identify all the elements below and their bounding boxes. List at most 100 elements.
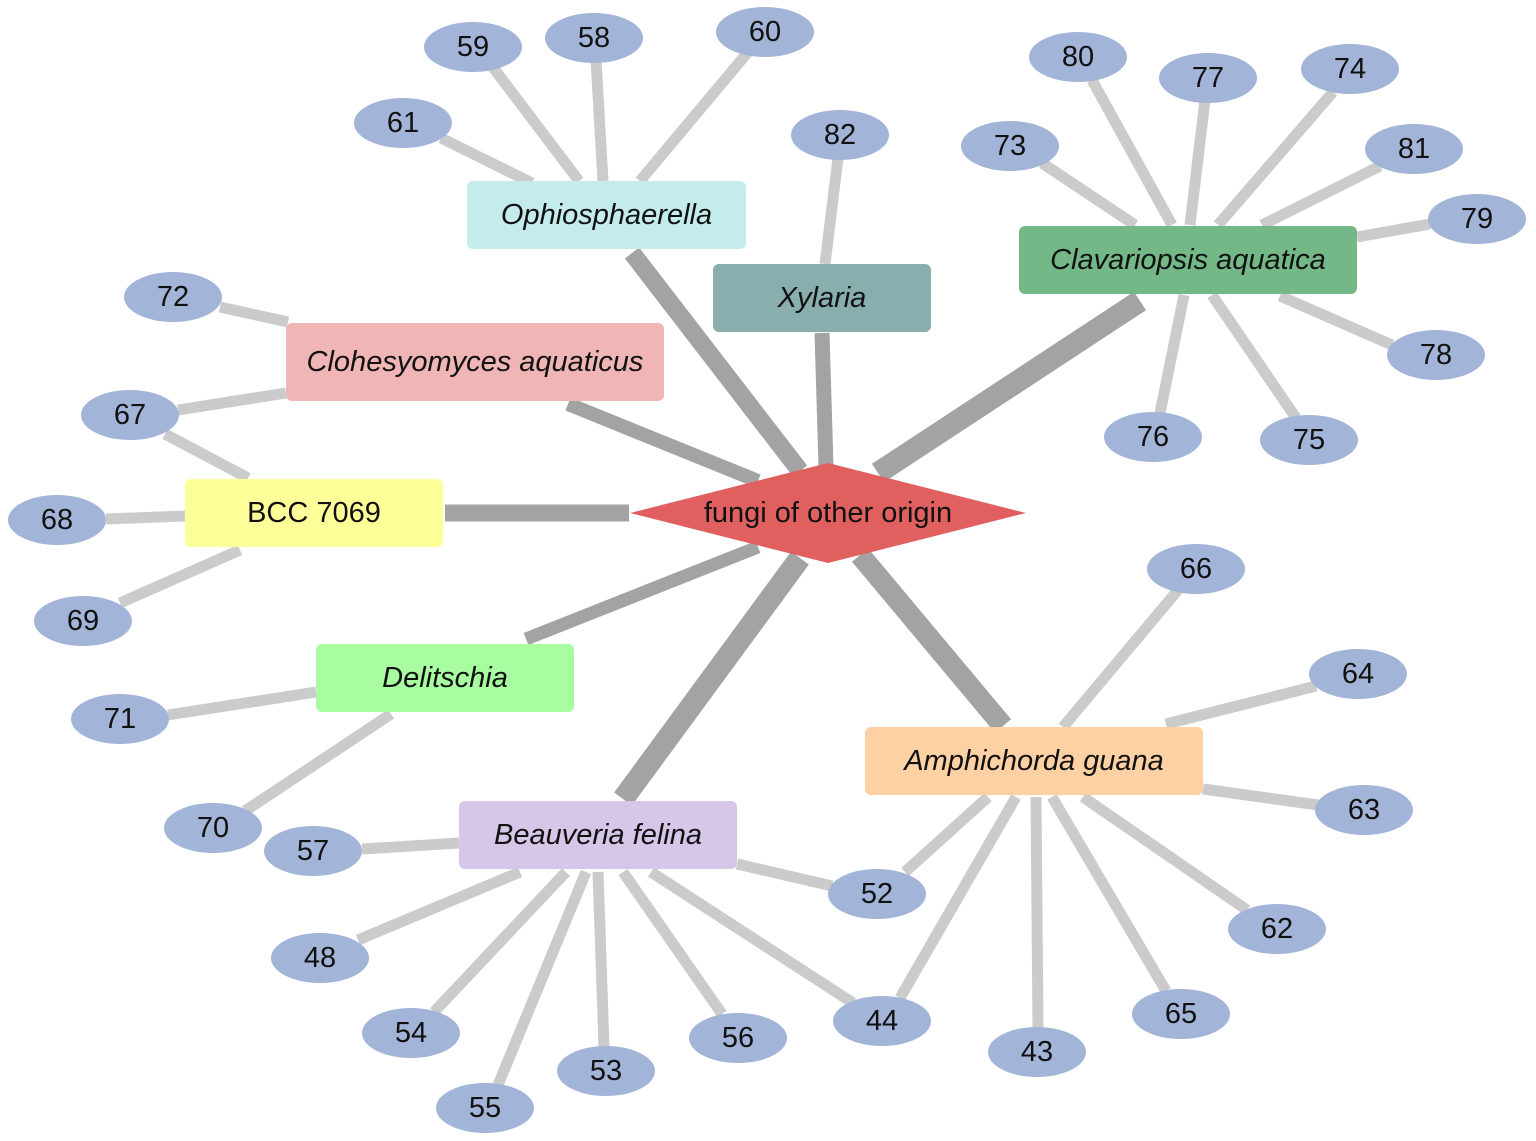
- leaf-node-label: 74: [1334, 53, 1366, 85]
- leaf-node-label: 66: [1180, 553, 1212, 585]
- leaf-node-52[interactable]: 52: [828, 869, 926, 919]
- leaf-node-75[interactable]: 75: [1260, 415, 1358, 465]
- leaf-node-53[interactable]: 53: [557, 1046, 655, 1096]
- genus-node-box: [467, 181, 746, 249]
- leaf-node-label: 63: [1348, 794, 1380, 826]
- edge-beauveria-felina-to-55: [492, 869, 592, 1088]
- leaf-node-68[interactable]: 68: [8, 495, 106, 545]
- leaf-node-70[interactable]: 70: [164, 803, 262, 853]
- edge-ophiosphaerella-to-60: [635, 48, 753, 185]
- leaf-node-ellipse: [124, 272, 222, 322]
- genus-node-ophiosphaerella[interactable]: Ophiosphaerella: [467, 181, 746, 249]
- edge-clavariopsis-aquatica-to-78: [1277, 290, 1395, 351]
- leaf-node-81[interactable]: 81: [1365, 124, 1463, 174]
- leaf-node-48[interactable]: 48: [271, 933, 369, 983]
- leaf-node-label: 70: [197, 812, 229, 844]
- leaf-node-44[interactable]: 44: [833, 996, 931, 1046]
- edge-clavariopsis-aquatica-to-76: [1154, 293, 1190, 415]
- leaf-node-ellipse: [424, 22, 522, 72]
- leaf-node-label: 71: [104, 703, 136, 735]
- edge-amphichorda-guana-to-63: [1202, 783, 1319, 811]
- leaf-node-58[interactable]: 58: [545, 13, 643, 63]
- leaf-node-79[interactable]: 79: [1428, 194, 1526, 244]
- genus-node-label: Ophiosphaerella: [501, 199, 712, 231]
- leaf-node-label: 76: [1137, 421, 1169, 453]
- genus-node-amphichorda-guana[interactable]: Amphichorda guana: [865, 727, 1203, 795]
- edge-clavariopsis-aquatica-to-81: [1259, 161, 1383, 230]
- leaf-node-label: 57: [297, 835, 329, 867]
- leaf-node-69[interactable]: 69: [34, 596, 132, 646]
- leaf-node-55[interactable]: 55: [436, 1083, 534, 1133]
- edge-clavariopsis-aquatica-to-center: [871, 291, 1147, 483]
- edge-amphichorda-guana-to-43: [1030, 796, 1044, 1029]
- leaf-node-78[interactable]: 78: [1387, 330, 1485, 380]
- leaf-node-ellipse: [988, 1027, 1086, 1077]
- leaf-node-80[interactable]: 80: [1029, 32, 1127, 82]
- edge-bcc-7069-to-67: [162, 429, 251, 483]
- leaf-node-62[interactable]: 62: [1228, 904, 1326, 954]
- edge-beauveria-felina-to-48: [355, 866, 523, 946]
- leaf-node-59[interactable]: 59: [424, 22, 522, 72]
- leaf-node-66[interactable]: 66: [1147, 544, 1245, 594]
- genus-node-clavariopsis-aquatica[interactable]: Clavariopsis aquatica: [1019, 226, 1357, 294]
- leaf-node-60[interactable]: 60: [716, 7, 814, 57]
- leaf-node-ellipse: [8, 495, 106, 545]
- edge-amphichorda-guana-to-64: [1164, 680, 1318, 730]
- leaf-node-76[interactable]: 76: [1104, 412, 1202, 462]
- genus-node-label: BCC 7069: [247, 497, 381, 529]
- leaf-node-56[interactable]: 56: [689, 1013, 787, 1063]
- leaf-node-label: 48: [304, 942, 336, 974]
- leaf-node-ellipse: [436, 1083, 534, 1133]
- leaf-node-ellipse: [1228, 904, 1326, 954]
- leaf-node-ellipse: [362, 1008, 460, 1058]
- hub-edges: [445, 247, 1147, 806]
- leaf-node-ellipse: [1029, 32, 1127, 82]
- edge-ophiosphaerella-to-59: [487, 62, 584, 185]
- leaf-node-71[interactable]: 71: [71, 694, 169, 744]
- genus-node-label: Xylaria: [777, 282, 867, 314]
- leaf-node-63[interactable]: 63: [1315, 785, 1413, 835]
- leaf-node-57[interactable]: 57: [264, 826, 362, 876]
- edge-amphichorda-guana-to-center: [851, 548, 1012, 733]
- leaf-node-64[interactable]: 64: [1309, 649, 1407, 699]
- edge-clohesyomyces-aquaticus-to-67: [177, 387, 287, 416]
- leaf-node-label: 68: [41, 504, 73, 536]
- genus-node-label: Clavariopsis aquatica: [1050, 244, 1326, 276]
- genus-node-bcc-7069[interactable]: BCC 7069: [185, 479, 443, 547]
- leaf-node-77[interactable]: 77: [1159, 53, 1257, 103]
- genus-node-xylaria[interactable]: Xylaria: [713, 264, 931, 332]
- leaf-node-label: 59: [457, 31, 489, 63]
- leaf-node-label: 77: [1192, 62, 1224, 94]
- edge-amphichorda-guana-to-44: [895, 794, 1021, 1001]
- leaf-node-ellipse: [1260, 415, 1358, 465]
- leaf-node-54[interactable]: 54: [362, 1008, 460, 1058]
- leaf-node-43[interactable]: 43: [988, 1027, 1086, 1077]
- edge-beauveria-felina-to-56: [618, 868, 727, 1018]
- leaf-node-label: 81: [1398, 133, 1430, 165]
- leaf-node-ellipse: [828, 869, 926, 919]
- genus-node-box: [713, 264, 931, 332]
- leaf-node-74[interactable]: 74: [1301, 44, 1399, 94]
- edge-delitschia-to-center: [523, 540, 761, 646]
- leaf-node-label: 78: [1420, 339, 1452, 371]
- center-node[interactable]: fungi of other origin: [630, 463, 1026, 563]
- leaf-node-label: 80: [1062, 41, 1094, 73]
- leaf-node-65[interactable]: 65: [1132, 989, 1230, 1039]
- leaf-node-82[interactable]: 82: [791, 110, 889, 160]
- genus-node-beauveria-felina[interactable]: Beauveria felina: [459, 801, 737, 869]
- leaf-node-ellipse: [689, 1013, 787, 1063]
- leaf-node-67[interactable]: 67: [81, 390, 179, 440]
- leaf-node-label: 82: [824, 119, 856, 151]
- leaf-node-72[interactable]: 72: [124, 272, 222, 322]
- leaf-node-ellipse: [1315, 785, 1413, 835]
- leaf-node-label: 65: [1165, 998, 1197, 1030]
- leaf-node-73[interactable]: 73: [961, 121, 1059, 171]
- genus-node-clohesyomyces-aquaticus[interactable]: Clohesyomyces aquaticus: [286, 323, 664, 401]
- genus-node-label: Clohesyomyces aquaticus: [307, 346, 644, 378]
- genus-node-delitschia[interactable]: Delitschia: [316, 644, 574, 712]
- leaf-node-ellipse: [71, 694, 169, 744]
- leaf-node-61[interactable]: 61: [354, 98, 452, 148]
- leaf-node-label: 79: [1461, 203, 1493, 235]
- leaf-node-label: 58: [578, 22, 610, 54]
- leaf-node-label: 73: [994, 130, 1026, 162]
